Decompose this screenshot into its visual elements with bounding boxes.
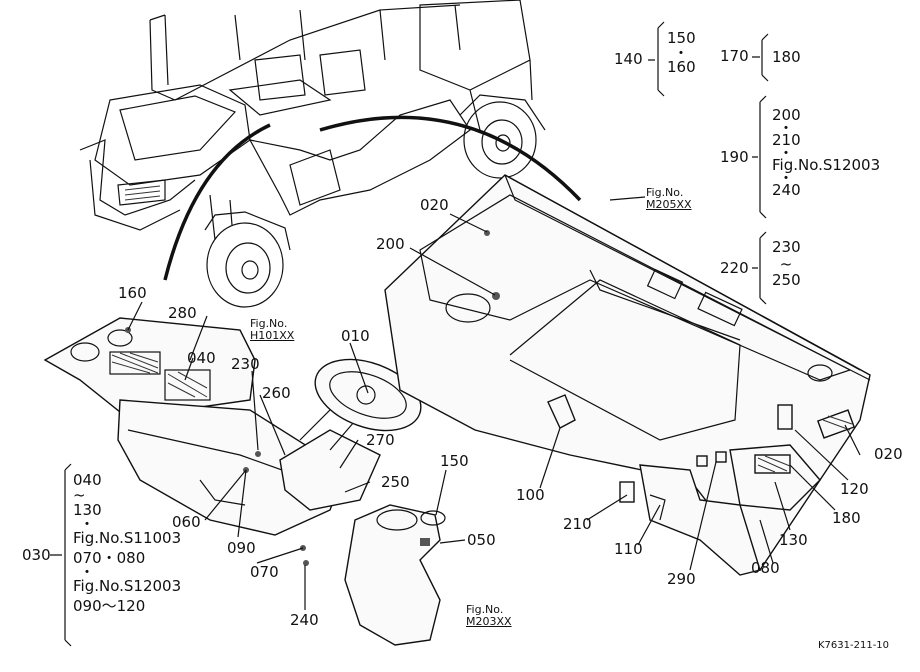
group-item: 180 [772, 48, 801, 66]
callout-210: 210 [563, 515, 592, 533]
group-item: 230 [772, 238, 801, 256]
group-140-main: 140 [614, 50, 643, 68]
fig-ref-m205: Fig.No. M205XX [646, 187, 692, 211]
fig-ref-code: M205XX [646, 198, 692, 211]
group-item: 070・080 [73, 549, 146, 567]
fig-ref-label: Fig.No. [250, 317, 288, 330]
callout-260: 260 [262, 384, 291, 402]
group-brackets [50, 21, 769, 647]
callout-050: 050 [467, 531, 496, 549]
callout-240: 240 [290, 611, 319, 629]
group-190-items: 200 ・ 210 ・ Fig.No.S12003 ・ 240 [772, 106, 880, 200]
callout-080: 080 [751, 559, 780, 577]
floor-panel [384, 174, 871, 576]
group-item: 210 [772, 131, 801, 149]
group-220-main: 220 [720, 259, 749, 277]
drawing-code: K7631-211-10 [818, 640, 890, 651]
fig-ref-label: Fig.No. [466, 603, 504, 616]
pointer-arc-dash [163, 123, 271, 281]
group-item: 250 [772, 271, 801, 289]
group-item: ・ [79, 515, 95, 533]
callout-200: 200 [376, 235, 405, 253]
group-item: 040 [73, 471, 102, 489]
group-140-items: 150 ・ 160 [667, 28, 696, 78]
callout-150: 150 [440, 452, 469, 470]
callout-020-top: 020 [420, 196, 449, 214]
fig-ref-label: Fig.No. [646, 186, 684, 199]
callout-270: 270 [366, 431, 395, 449]
callout-100: 100 [516, 486, 545, 504]
callout-040: 040 [187, 349, 216, 367]
callout-290: 290 [667, 570, 696, 588]
group-item: ~ [73, 486, 86, 504]
callout-180: 180 [832, 509, 861, 527]
group-item: 240 [772, 181, 801, 199]
callout-010: 010 [341, 327, 370, 345]
group-item: ・ [673, 44, 689, 62]
group-220-items: 230 ~ 250 [772, 237, 801, 291]
fig-ref-h101: Fig.No. H101XX [250, 318, 294, 342]
group-190-main: 190 [720, 148, 749, 166]
group-item: 150 [667, 29, 696, 47]
group-030-items: 040 ~ 130 ・ Fig.No.S11003 070・080 ・ Fig.… [73, 470, 181, 616]
group-170-items: 180 [772, 47, 801, 68]
callout-060: 060 [172, 513, 201, 531]
callout-120: 120 [840, 480, 869, 498]
callout-110: 110 [614, 540, 643, 558]
group-item: 090～120 [73, 597, 146, 615]
vehicle-illustration [79, 0, 546, 308]
callout-090: 090 [227, 539, 256, 557]
fig-ref-code: H101XX [250, 329, 295, 342]
callout-160: 160 [118, 284, 147, 302]
callout-020-right: 020 [874, 445, 903, 463]
callout-250: 250 [381, 473, 410, 491]
callout-130: 130 [779, 531, 808, 549]
pointer-arc-floor [319, 115, 582, 202]
callout-070: 070 [250, 563, 279, 581]
fig-ref-m203: Fig.No. M203XX [466, 604, 512, 628]
dashboard-panel [43, 301, 466, 646]
group-item: 200 [772, 106, 801, 124]
group-170-main: 170 [720, 47, 749, 65]
group-item: ・ [79, 563, 95, 581]
group-item: Fig.No.S12003 [73, 577, 182, 595]
fig-ref-code: M203XX [466, 615, 512, 628]
callout-280: 280 [168, 304, 197, 322]
callout-230: 230 [231, 355, 260, 373]
group-item: ~ [779, 255, 793, 273]
group-item: 160 [667, 58, 696, 76]
group-item: Fig.No.S12003 [772, 156, 881, 174]
group-030-main: 030 [22, 546, 51, 564]
group-item: 130 [73, 501, 102, 519]
group-item: Fig.No.S11003 [73, 529, 182, 547]
